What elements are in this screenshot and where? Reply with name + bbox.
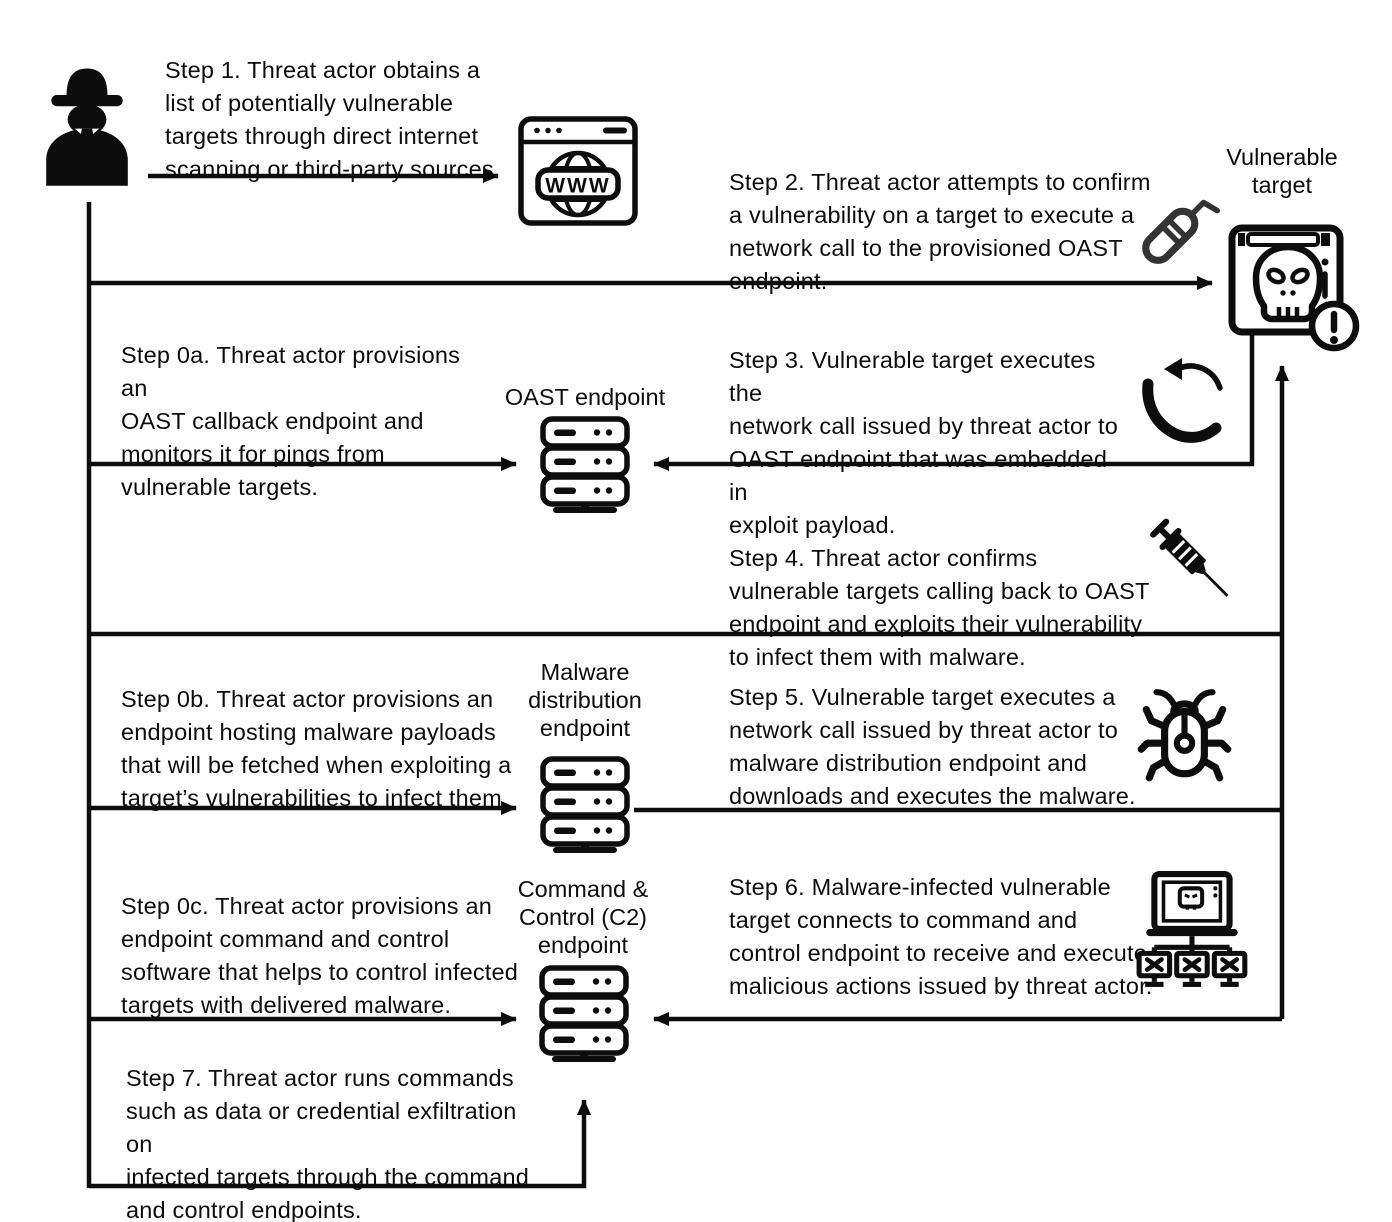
vulnerable-target-label: Vulnerable target	[1226, 144, 1338, 198]
line-step7	[89, 1099, 591, 1189]
oast-server-icon	[540, 416, 630, 513]
line-step3	[653, 334, 1255, 471]
browser-www-icon: WWW	[518, 116, 638, 226]
malware-server-icon	[540, 756, 630, 853]
exploit-probe-icon	[1142, 199, 1220, 264]
step1-text: Step 1. Threat actor obtains a list of p…	[165, 57, 494, 182]
threat-actor-icon	[46, 68, 128, 186]
c2-server-icon	[539, 965, 629, 1062]
step6-text: Step 6. Malware-infected vulnerable targ…	[729, 874, 1153, 999]
step2-text: Step 2. Threat actor attempts to confirm…	[729, 169, 1151, 294]
skull-browser-icon	[1228, 224, 1360, 352]
hacked-network-icon	[1136, 871, 1248, 987]
malware-bug-icon	[1137, 689, 1232, 782]
step0b-text: Step 0b. Threat actor provisions an endp…	[121, 686, 512, 811]
phone-callback-icon	[1142, 358, 1223, 443]
malware-endpoint-label: Malware distribution endpoint	[528, 659, 642, 741]
step4-text: Step 4. Threat actor confirms vulnerable…	[729, 545, 1150, 670]
step5-text: Step 5. Vulnerable target executes a net…	[729, 684, 1136, 809]
step0c-text: Step 0c. Threat actor provisions an endp…	[121, 893, 519, 1018]
c2-endpoint-label: Command & Control (C2) endpoint	[517, 876, 649, 958]
syringe-icon	[1150, 518, 1229, 597]
www-text: WWW	[545, 175, 610, 198]
step7-text: Step 7. Threat actor runs commands such …	[126, 1065, 530, 1222]
step3-text: Step 3. Vulnerable target executes the n…	[729, 347, 1119, 538]
oast-endpoint-label: OAST endpoint	[504, 384, 666, 410]
step0a-text: Step 0a. Threat actor provisions an OAST…	[121, 342, 461, 500]
